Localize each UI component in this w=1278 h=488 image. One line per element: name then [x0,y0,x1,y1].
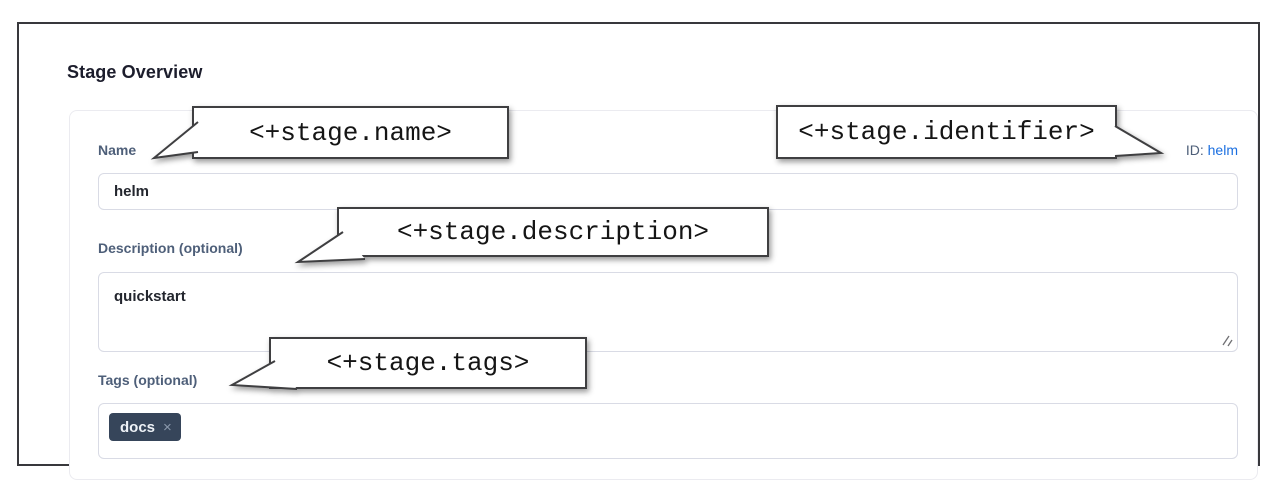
callout-text: <+stage.identifier> [798,117,1095,147]
description-label: Description (optional) [98,240,243,256]
tags-expression-callout: <+stage.tags> [228,337,587,390]
callout-text: <+stage.tags> [326,348,530,378]
tags-label: Tags (optional) [98,372,198,388]
tag-chip[interactable]: docs × [109,413,181,441]
callout-tail [228,360,298,390]
tag-chip-label: docs [120,418,156,436]
callout-tail [150,121,199,160]
stage-overview-card: Name ID: helm Description (optional) qui… [69,110,1258,480]
screenshot-frame: Stage Overview Name ID: helm Description… [17,22,1260,480]
stage-id-value: helm [1207,142,1238,158]
description-expression-callout: <+stage.description> [294,207,769,264]
callout-tail [1114,125,1165,157]
name-label: Name [98,142,137,158]
textarea-resize-handle-icon[interactable] [1220,334,1233,347]
identifier-expression-callout: <+stage.identifier> [776,105,1165,159]
name-expression-callout: <+stage.name> [150,106,509,160]
callout-tail [294,231,366,264]
remove-tag-icon[interactable]: × [163,418,172,436]
stage-id: ID: helm [1186,142,1238,158]
name-input[interactable] [98,173,1238,210]
stage-id-label: ID: [1185,142,1204,158]
tags-input[interactable]: docs × [98,403,1238,459]
callout-text: <+stage.name> [249,117,452,148]
name-label-row: Name ID: helm [98,142,1238,158]
callout-text: <+stage.description> [396,217,710,247]
page-title: Stage Overview [67,62,203,82]
